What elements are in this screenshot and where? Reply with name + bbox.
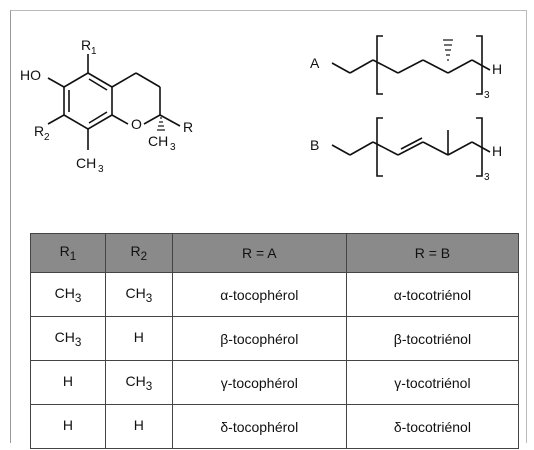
table-header-row: R1 R2 R = A R = B (30, 233, 520, 273)
bond (87, 114, 113, 130)
ho-bond (47, 77, 65, 88)
bond (331, 62, 351, 74)
cell-r1: H (30, 404, 106, 449)
ch3-methyl-label: CH (148, 133, 168, 149)
chain-a-label: A (310, 55, 320, 71)
cell-tocotrienol: δ-tocotriénol (345, 404, 520, 449)
cell-r1: H (30, 360, 106, 405)
bond (111, 72, 137, 88)
cell-tocopherol: α-tocophérol (171, 272, 347, 317)
tocopherol-table: R1 R2 R = A R = B CH3 CH3 α-tocophérol α… (30, 233, 520, 449)
table-row: CH3 H β-tocophérol β-tocotriénol (30, 316, 520, 361)
hashed-wedge (157, 117, 165, 131)
chain-a-hashed-methyl (443, 39, 453, 61)
ch3-methyl-subscript: 3 (170, 142, 176, 153)
bond (349, 141, 374, 156)
header-r1: R1 (30, 233, 106, 273)
cell-tocopherol: δ-tocophérol (171, 404, 347, 449)
r1-label: R (81, 37, 91, 53)
ho-label: HO (20, 67, 41, 83)
table-row: CH3 CH3 α-tocophérol α-tocotriénol (30, 272, 520, 317)
bond (135, 72, 161, 88)
bond (349, 59, 374, 74)
cell-r1: CH3 (30, 272, 106, 317)
cell-r1: CH3 (30, 316, 106, 361)
ch3-bottom-label: CH (76, 155, 96, 171)
r2-bond (47, 114, 65, 125)
cell-tocotrienol: α-tocotriénol (345, 272, 520, 317)
r-bond (159, 114, 181, 127)
cell-tocopherol: β-tocophérol (171, 316, 347, 361)
chain-b (331, 117, 491, 177)
double-bond (88, 78, 108, 91)
bracket-left (376, 35, 383, 95)
table-row: H CH3 γ-tocophérol γ-tocotriénol (30, 360, 520, 405)
structure-svg: HO R 1 R 2 O CH 3 CH 3 R (20, 35, 502, 183)
bond (331, 144, 351, 156)
bond (143, 114, 161, 125)
chain-a-repeat: 3 (484, 90, 490, 101)
double-bond (400, 137, 423, 150)
header-r-a: R = A (171, 233, 347, 273)
chromanol-core (47, 54, 181, 150)
cell-r2: CH3 (104, 360, 173, 405)
bracket-left (376, 117, 383, 177)
bond (471, 59, 491, 71)
bracket-right (476, 117, 483, 177)
r2-label: R (34, 123, 44, 139)
cell-tocotrienol: γ-tocotriénol (345, 360, 520, 405)
bond (63, 72, 89, 88)
header-r-b: R = B (345, 233, 520, 273)
bond (447, 141, 473, 156)
ch3-bottom-subscript: 3 (98, 164, 104, 175)
bracket-right (476, 35, 483, 95)
cell-r2: H (104, 404, 173, 449)
header-r2: R2 (104, 233, 173, 273)
r1-subscript: 1 (91, 46, 97, 57)
cell-r2: CH3 (104, 272, 173, 317)
bond (397, 141, 424, 156)
bond (87, 72, 113, 88)
bond (63, 114, 89, 130)
bond (471, 141, 491, 153)
figure-frame (10, 10, 527, 443)
double-bond (88, 111, 108, 124)
chain-b-h: H (492, 143, 502, 159)
cell-r2: H (104, 316, 173, 361)
chain-a-h: H (492, 61, 502, 77)
bond (422, 59, 449, 74)
r2-subscript: 2 (44, 132, 50, 143)
r-label: R (183, 119, 193, 135)
bond (447, 59, 473, 74)
ring-oxygen-label: O (131, 116, 142, 132)
chemical-structure-diagram: HO R 1 R 2 O CH 3 CH 3 R (10, 10, 525, 215)
cell-tocotrienol: β-tocotriénol (345, 316, 520, 361)
bond (111, 114, 129, 125)
cell-tocopherol: γ-tocophérol (171, 360, 347, 405)
chain-b-repeat: 3 (484, 172, 490, 183)
chain-a (331, 35, 491, 95)
bond (397, 59, 424, 74)
chain-b-label: B (310, 137, 319, 153)
table-row: H H δ-tocophérol δ-tocotriénol (30, 404, 520, 449)
bond (422, 141, 449, 156)
